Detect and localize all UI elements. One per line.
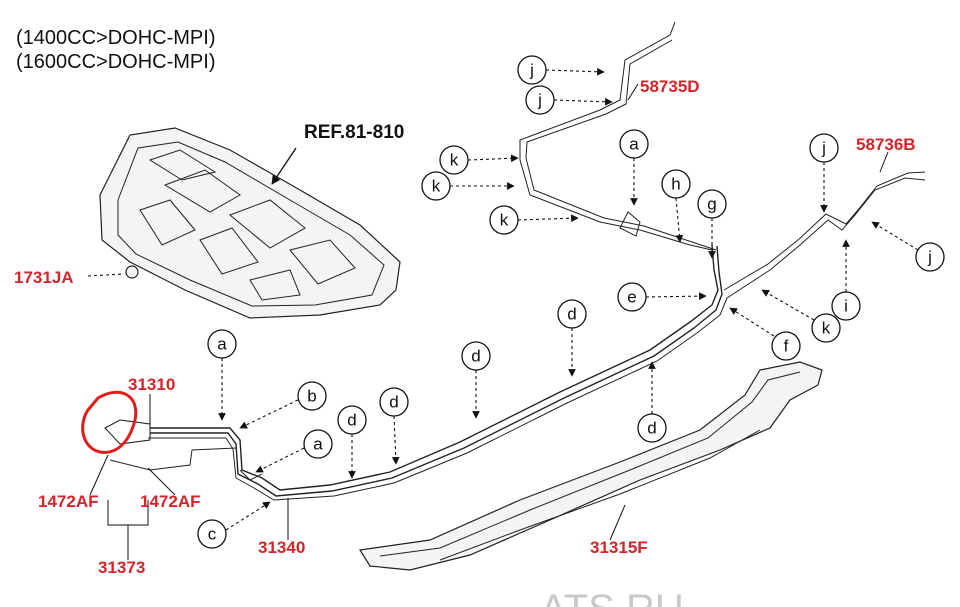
part-number-31340: 31340 [258,538,305,557]
callout-d5: d [337,405,367,479]
leader-58735d [627,83,639,101]
svg-text:k: k [450,151,459,170]
part-number-31373: 31373 [98,558,145,577]
svg-text:j: j [821,139,826,158]
callout-j1: j [517,55,605,85]
callout-a2: a [207,329,237,421]
svg-text:k: k [432,177,441,196]
callout-d2: d [461,341,491,419]
svg-text:c: c [208,525,217,544]
svg-text:i: i [844,297,848,316]
svg-text:k: k [822,319,831,338]
svg-text:j: j [529,61,534,80]
svg-text:a: a [217,335,227,354]
callout-g1: g [697,189,727,259]
part-number-58735d: 58735D [640,77,700,96]
callout-a3: a [255,429,333,473]
svg-text:d: d [647,419,656,438]
engine-spec-line-2: (1600CC>DOHC-MPI) [16,51,215,73]
svg-text:d: d [347,411,356,430]
svg-text:e: e [627,288,636,307]
callout-e1: e [617,282,707,312]
clip-1731ja [125,265,139,279]
fuel-line-bundle [104,21,926,501]
reference-label: REF.81-810 [304,122,404,143]
svg-text:d: d [567,305,576,324]
part-number-1472af-left: 1472AF [38,492,98,511]
hood-insulator-pad [99,127,401,319]
callout-b1: b [239,381,327,429]
callout-j3: j [809,133,839,213]
svg-text:k: k [500,211,509,230]
svg-text:a: a [313,435,323,454]
reference-arrow [271,147,297,185]
engine-spec-line-1: (1400CC>DOHC-MPI) [16,27,215,49]
part-number-58736b: 58736B [856,135,916,154]
svg-text:a: a [629,135,639,154]
part-number-31310: 31310 [128,375,175,394]
highlight-ring [81,390,138,454]
callout-d3: d [637,361,667,443]
svg-text:b: b [307,387,316,406]
svg-text:d: d [471,347,480,366]
leader-1472af-left [89,454,109,496]
floor-rail-bracket [359,361,823,571]
callout-j4: j [871,221,945,272]
leader-31315f [609,504,626,541]
callout-d4: d [379,387,409,465]
callout-d1: d [557,299,587,377]
callout-j2: j [525,85,613,115]
svg-text:g: g [707,195,716,214]
callout-k1: k [439,145,519,175]
callout-c1: c [197,501,271,549]
callout-a1: a [619,129,649,206]
callout-f1: f [729,307,801,361]
callout-k2: k [421,171,515,201]
svg-text:j: j [537,91,542,110]
callout-i1: i [831,239,861,321]
svg-text:f: f [784,337,789,356]
part-number-31315f: 31315F [590,538,648,557]
svg-text:h: h [671,175,680,194]
part-number-1472af-right: 1472AF [140,492,200,511]
watermark: ATS.RU [540,587,684,607]
svg-text:j: j [927,248,932,267]
leader-1472af-right [147,467,176,496]
callout-k4: k [761,289,841,343]
leader-1731ja [87,273,125,277]
part-number-1731ja: 1731JA [14,268,74,287]
leader-58736b [879,151,889,173]
callout-k3: k [489,205,579,235]
svg-text:d: d [389,393,398,412]
callout-h1: h [661,169,691,243]
